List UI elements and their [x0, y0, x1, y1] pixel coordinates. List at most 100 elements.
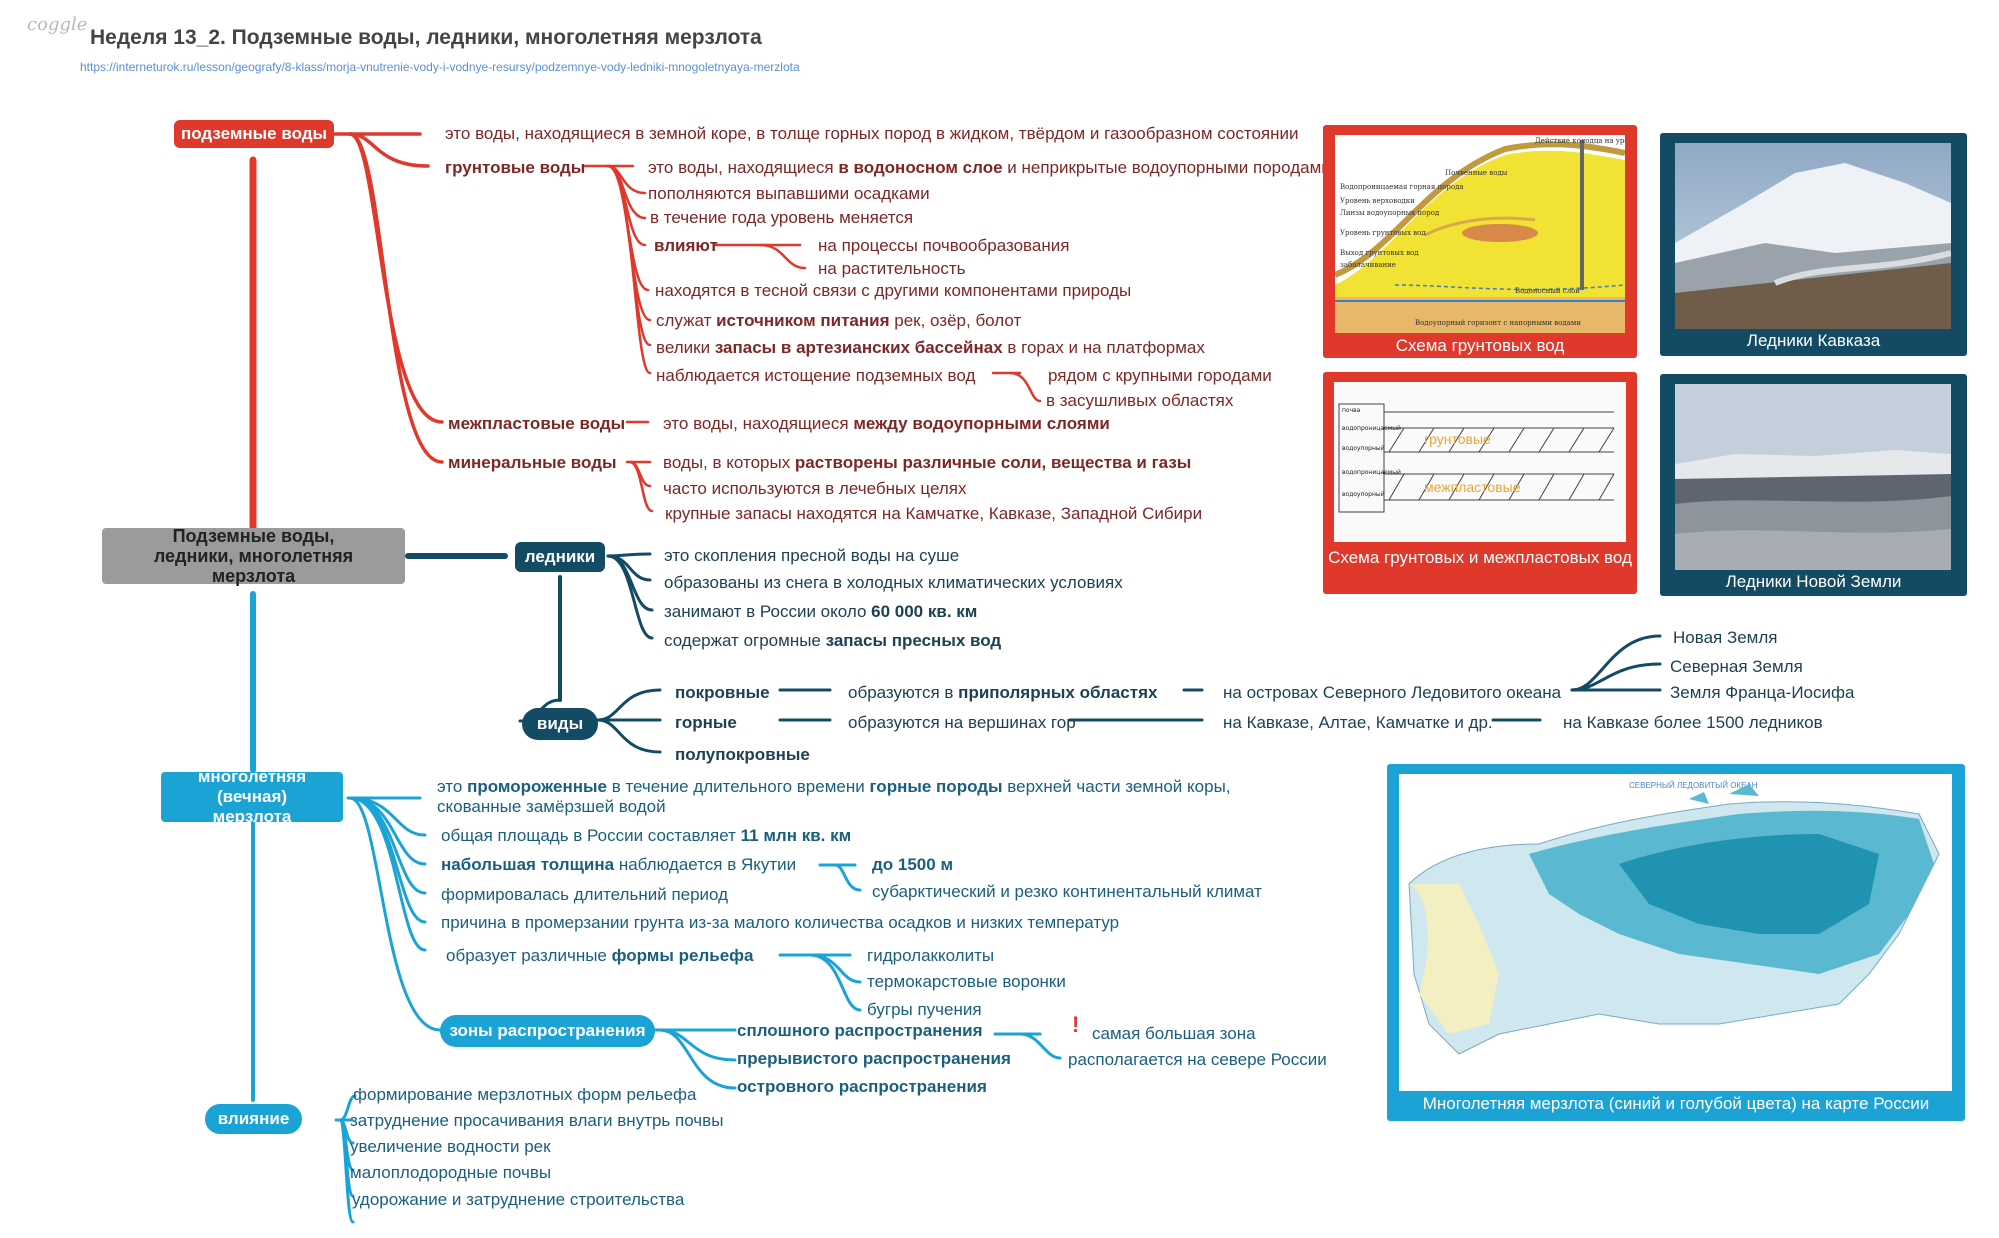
- ground-water-def: это воды, находящиеся в водоносном слое …: [648, 158, 1331, 177]
- gs-label-well: Действие колодца на уровень грунтовых во…: [1535, 137, 1625, 145]
- is-row-imp1: водоупорный: [1342, 445, 1385, 452]
- influence-item-3: увеличение водности рек: [350, 1137, 551, 1156]
- map-sea-label: СЕВЕРНЫЙ ЛЕДОВИТЫЙ ОКЕАН: [1629, 781, 1758, 790]
- root-node[interactable]: Подземные воды, ледники, многолетняя мер…: [102, 526, 405, 586]
- underground-definition: это воды, находящиеся в земной коре, в т…: [445, 124, 1299, 143]
- ground-artesian: велики запасы в артезианских бассейнах в…: [656, 338, 1205, 357]
- mineral-label[interactable]: минеральные воды: [448, 453, 617, 472]
- influence-item-5: удорожание и затруднение строительства: [352, 1190, 685, 1209]
- type-semi[interactable]: полупокровные: [675, 745, 810, 764]
- thickness-value: до 1500 м: [872, 855, 954, 874]
- coggle-logo[interactable]: coggle: [27, 14, 88, 35]
- permafrost-def-2: скованные замёрзшей водой: [437, 797, 666, 816]
- source-link[interactable]: https://interneturok.ru/lesson/geografy/…: [80, 60, 800, 74]
- permafrost-def: это промороженные в течение длительного …: [437, 777, 1231, 796]
- ground-water-label[interactable]: грунтовые воды: [445, 158, 586, 177]
- ground-level: в течение года уровень меняется: [650, 208, 914, 227]
- permafrost-map: СЕВЕРНЫЙ ЛЕДОВИТЫЙ ОКЕАН: [1399, 774, 1952, 1091]
- relief-hydrolaccolith: гидролакколиты: [867, 946, 995, 965]
- relief-frost-mounds: бугры пучения: [867, 1000, 982, 1019]
- novaya-photo: [1675, 384, 1951, 570]
- permafrost-area: общая площадь в России составляет 11 млн…: [441, 826, 852, 845]
- permafrost-cause: причина в промерзании грунта из-за малог…: [441, 913, 1120, 932]
- ground-connection: находятся в тесной связи с другими компо…: [655, 281, 1132, 300]
- mountain-where: на Кавказе, Алтае, Камчатке и др.: [1223, 713, 1493, 732]
- interstratal-label[interactable]: межпластовые воды: [448, 414, 626, 433]
- interstratal-caption: Схема грунтовых и межпластовых вод: [1328, 548, 1632, 567]
- type-cover[interactable]: покровные: [675, 683, 770, 702]
- ground-scheme-image: Действие колодца на уровень грунтовых во…: [1335, 135, 1625, 333]
- ground-source: служат источником питания рек, озёр, бол…: [656, 311, 1022, 330]
- glacier-fact-3: занимают в России около 60 000 кв. км: [664, 602, 978, 621]
- influence-item-2: затруднение просачивания влаги внутрь по…: [350, 1111, 724, 1130]
- map-card[interactable]: СЕВЕРНЫЙ ЛЕДОВИТЫЙ ОКЕАН Многолетняя мер…: [1387, 764, 1965, 1121]
- depletion-arid: в засушливых областях: [1046, 391, 1234, 410]
- influence-label: влияние: [217, 1109, 290, 1128]
- relief-thermokarst: термокарстовые воронки: [867, 972, 1066, 991]
- is-tag-interstratal: межпластовые: [1424, 479, 1521, 495]
- zone-continuous[interactable]: сплошного распространения: [737, 1021, 983, 1040]
- types-node[interactable]: виды: [522, 708, 598, 740]
- zone-island[interactable]: островного распространения: [737, 1077, 987, 1096]
- is-row-perm1: водопроницаемый: [1342, 425, 1401, 432]
- ground-depletion: наблюдается истощение подземных вод: [656, 366, 976, 385]
- novaya-card[interactable]: Ледники Новой Земли: [1660, 374, 1967, 596]
- underground-label: подземные воды: [180, 124, 328, 143]
- zone-discontinuous[interactable]: прерывистого распространения: [737, 1049, 1011, 1068]
- zones-label: зоны распространения: [449, 1021, 646, 1040]
- interstratal-card[interactable]: почва водопроницаемый водоупорный водопр…: [1323, 372, 1637, 594]
- caucasus-photo: [1675, 143, 1951, 329]
- gs-label-soil: Почвенные воды: [1445, 169, 1508, 177]
- types-label: виды: [536, 714, 584, 733]
- novaya-caption: Ледники Новой Земли: [1725, 572, 1902, 591]
- ground-scheme-drawing: Действие колодца на уровень грунтовых во…: [1335, 135, 1625, 333]
- island-severnaya: Северная Земля: [1670, 657, 1803, 676]
- mineral-reserves: крупные запасы находятся на Камчатке, Ка…: [665, 504, 1203, 523]
- ground-scheme-card[interactable]: Действие колодца на уровень грунтовых во…: [1323, 125, 1637, 358]
- gs-label-level: Уровень грунтовых вод: [1340, 229, 1426, 237]
- influence-item-1: формирование мерзлотных форм рельефа: [353, 1085, 697, 1104]
- mountain-formed: образуются на вершинах гор: [848, 713, 1076, 732]
- permafrost-thickness: набольшая толщина наблюдается в Якутии: [441, 855, 797, 874]
- island-novaya: Новая Земля: [1673, 628, 1778, 647]
- caucasus-card[interactable]: Ледники Кавказа: [1660, 133, 1967, 356]
- permafrost-label: многолетняя (вечная) мерзлота: [197, 767, 307, 826]
- influence-node[interactable]: влияние: [205, 1104, 302, 1134]
- mineral-def: воды, в которых растворены различные сол…: [663, 453, 1192, 472]
- gs-label-lenses: Линзы водоупорных пород: [1340, 209, 1440, 217]
- mountain-count: на Кавказе более 1500 ледников: [1563, 713, 1823, 732]
- glacier-fact-2: образованы из снега в холодных климатиче…: [664, 573, 1123, 592]
- influence-plants: на растительность: [818, 259, 966, 278]
- gs-label-outlet: Выход грунтовых вод: [1340, 249, 1419, 257]
- glacier-fact-4: содержат огромные запасы пресных вод: [664, 631, 1002, 650]
- page-title: Неделя 13_2. Подземные воды, ледники, мн…: [90, 26, 762, 49]
- gs-label-aquifer: Водоносный слой: [1515, 287, 1580, 295]
- influence-soil: на процессы почвообразования: [818, 236, 1070, 255]
- gs-label-perched: Уровень верховодки: [1340, 197, 1415, 205]
- glaciers-label: ледники: [524, 547, 596, 566]
- map-caption: Многолетняя мерзлота (синий и голубой цв…: [1422, 1094, 1930, 1113]
- mineral-use: часто используются в лечебных целях: [663, 479, 967, 498]
- type-mountain[interactable]: горные: [675, 713, 737, 732]
- exclamation-icon: !: [1072, 1012, 1080, 1037]
- gs-label-swamp: заболачивание: [1340, 261, 1396, 269]
- cover-formed: образуются в приполярных областях: [848, 683, 1158, 702]
- glaciers-node[interactable]: ледники: [515, 542, 605, 572]
- island-franz-josef: Земля Франца-Иосифа: [1670, 683, 1855, 702]
- caucasus-caption: Ледники Кавказа: [1746, 331, 1881, 350]
- ground-refill: пополняются выпавшими осадками: [648, 184, 930, 203]
- zones-node[interactable]: зоны распространения: [440, 1015, 655, 1047]
- ground-influence[interactable]: влияют: [654, 236, 718, 255]
- underground-node[interactable]: подземные воды: [174, 120, 334, 148]
- zone-note-largest: самая большая зона: [1092, 1024, 1256, 1043]
- influence-item-4: малоплодородные почвы: [350, 1163, 552, 1182]
- permafrost-relief: образует различные формы рельефа: [446, 946, 754, 965]
- permafrost-node[interactable]: многолетняя (вечная) мерзлота: [161, 767, 343, 826]
- is-tag-ground: грунтовые: [1424, 431, 1491, 447]
- thickness-climate: субарктический и резко континентальный к…: [872, 882, 1262, 901]
- ground-scheme-caption: Схема грунтовых вод: [1395, 336, 1565, 355]
- depletion-cities: рядом с крупными городами: [1048, 366, 1272, 385]
- zone-note-north: располагается на севере России: [1068, 1050, 1327, 1069]
